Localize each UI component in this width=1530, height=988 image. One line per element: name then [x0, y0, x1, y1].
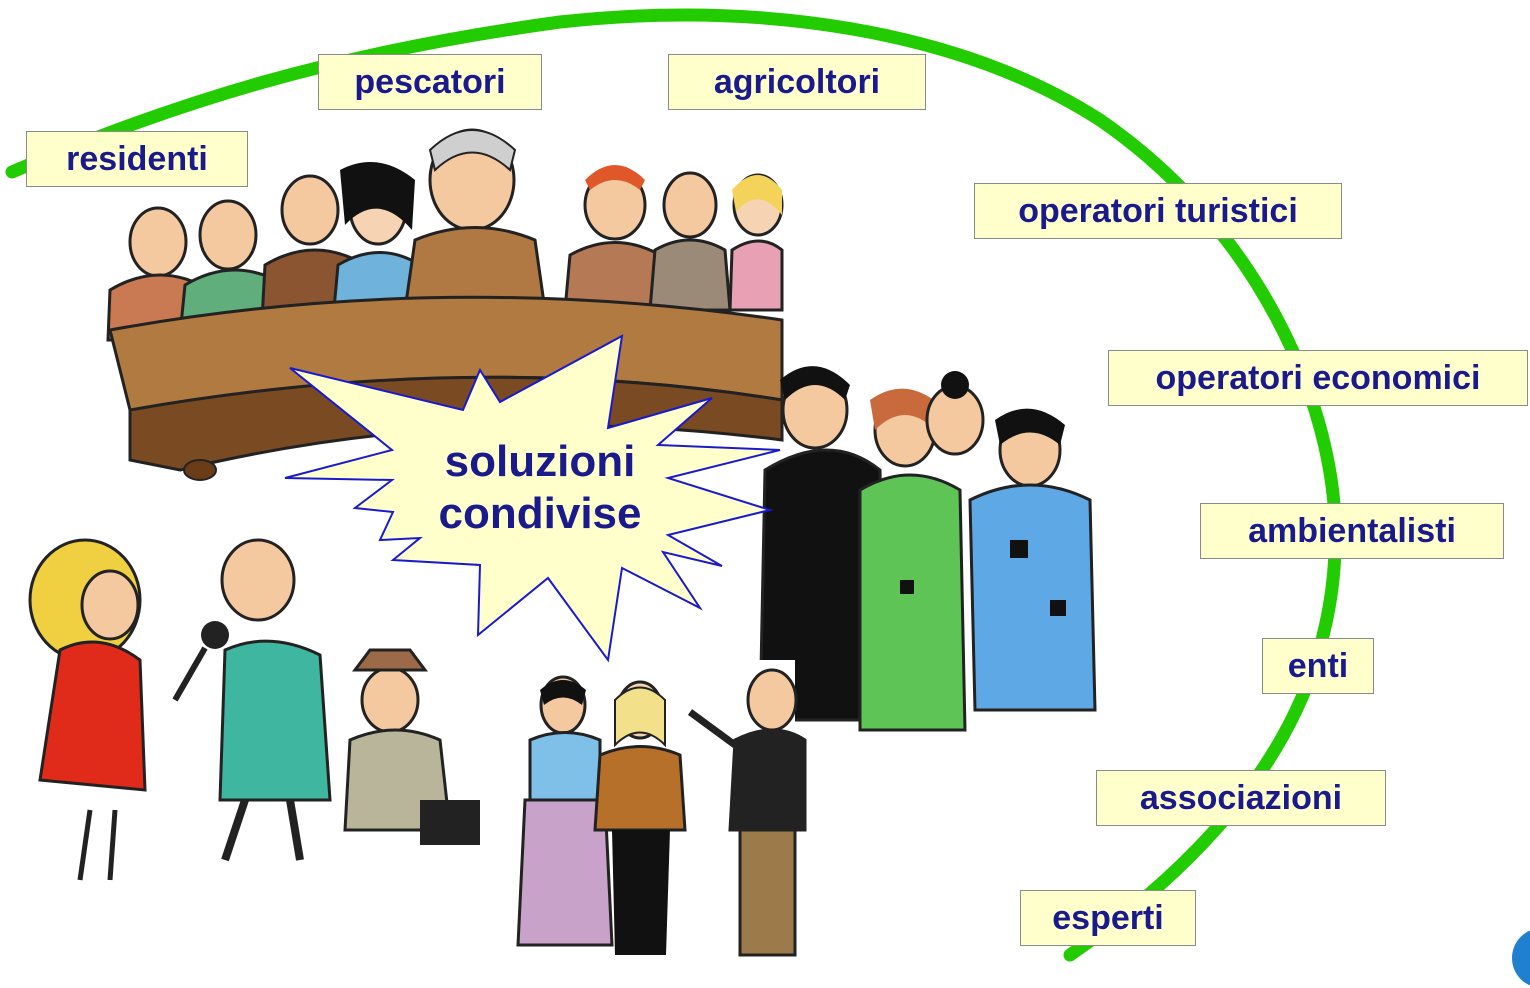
shared-solutions-line1: soluzioni	[444, 437, 636, 486]
shared-solutions-line2: condivise	[438, 489, 642, 538]
discussion-group-illustration	[505, 660, 807, 963]
shared-solutions-text: soluzioni condivise	[390, 436, 690, 540]
gossiping-women-illustration	[758, 366, 1097, 732]
label-operatori-economici: operatori economici	[1108, 350, 1528, 406]
shared-solutions-starburst	[284, 334, 781, 663]
reporter-interview-illustration	[28, 538, 480, 881]
label-operatori-turistici: operatori turistici	[974, 183, 1342, 239]
label-enti: enti	[1262, 638, 1374, 694]
label-associazioni: associazioni	[1096, 770, 1386, 826]
label-residenti: residenti	[26, 131, 248, 187]
label-ambientalisti: ambientalisti	[1200, 503, 1504, 559]
label-esperti: esperti	[1020, 890, 1196, 946]
label-agricoltori: agricoltori	[668, 54, 926, 110]
label-pescatori: pescatori	[318, 54, 542, 110]
diagram-canvas	[5, 8, 1342, 963]
stakeholder-diagram: residenti pescatori agricoltori operator…	[5, 8, 1530, 988]
meeting-table-illustration	[70, 128, 784, 490]
